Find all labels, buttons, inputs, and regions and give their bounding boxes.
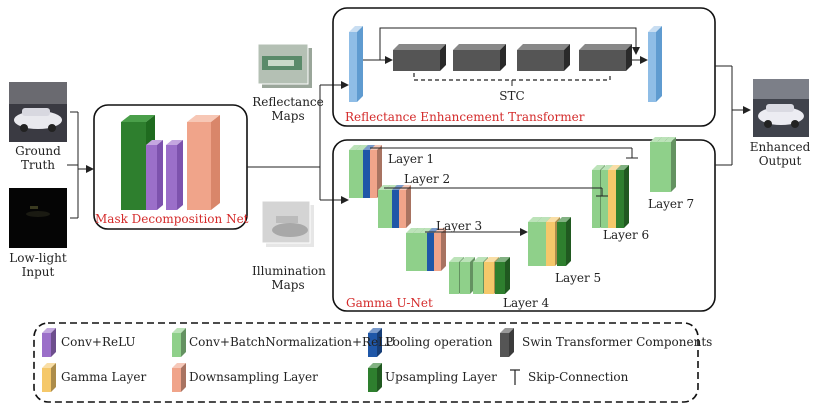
gamma-unet-title: Gamma U-Net [346,296,433,310]
layer-3-label: Layer 3 [436,219,483,233]
low-light-label: Low-light Input [9,251,67,279]
legend-conv-relu-label: Conv+ReLU [61,335,136,349]
layer-1-label: Layer 1 [388,152,435,166]
mask-net-title: Mask Decomposition Net [95,212,249,226]
legend-upsampling-label: Upsampling Layer [385,370,497,384]
ret-input-block [349,26,363,102]
legend-skip-symbol [510,369,520,385]
stc-bracket [413,73,611,81]
legend-frame [33,322,699,403]
legend-downsampling-label: Downsampling Layer [189,370,318,384]
illumination-map-image [261,200,314,247]
ret-box [332,7,716,127]
layer-7-label: Layer 7 [648,197,695,211]
layer-5-label: Layer 5 [555,271,602,285]
ground-truth-label: Ground Truth [15,144,61,172]
layer-2-label: Layer 2 [404,172,451,186]
mask-net-blocks [121,115,220,210]
gamma-unet-box [332,139,716,312]
legend-swatches [42,328,514,392]
legend-conv-relu-swatch [42,328,56,357]
layer-6-label: Layer 6 [603,228,650,242]
legend-gamma-label: Gamma Layer [61,370,147,384]
legend-conv-bn-relu-swatch [172,328,186,357]
legend-swin-swatch [500,328,514,357]
reflectance-maps-label: Reflectance Maps [252,95,324,123]
ret-output-block [648,26,662,102]
legend-pooling-label: Pooling operation [385,335,493,349]
layer7-block-2 [664,137,676,192]
unet-blocks [349,137,676,294]
enhanced-output-image [753,79,809,137]
layer3-block-4 [434,228,446,271]
layer4-block-1 [460,257,475,294]
legend-upsampling-swatch [368,363,382,392]
enhanced-output-label: Enhanced Output [749,140,811,168]
legend-downsampling-swatch [172,363,186,392]
legend-pooling-swatch [368,328,382,357]
illumination-maps-label: Illumination Maps [252,264,326,292]
low-light-image [9,188,67,248]
legend-conv-bn-relu-label: Conv+BatchNormalization+ReLU [189,335,396,349]
swin-blocks [393,44,632,71]
legend-skip-label: Skip-Connection [528,370,629,384]
layer5-block-3 [557,217,571,266]
layer2-block-3 [399,185,411,228]
layer4-block-4 [495,257,510,294]
ret-skip-line [379,27,640,60]
legend-swin-label: Swin Transformer Components [522,335,713,349]
ground-truth-image [9,82,67,142]
ret-title: Reflectance Enhancement Transformer [345,110,585,124]
stc-label: STC [499,89,525,103]
legend-gamma-swatch [42,363,56,392]
layer6-block-3 [616,165,629,228]
reflectance-map-image [257,43,312,88]
layer-4-label: Layer 4 [503,296,550,310]
